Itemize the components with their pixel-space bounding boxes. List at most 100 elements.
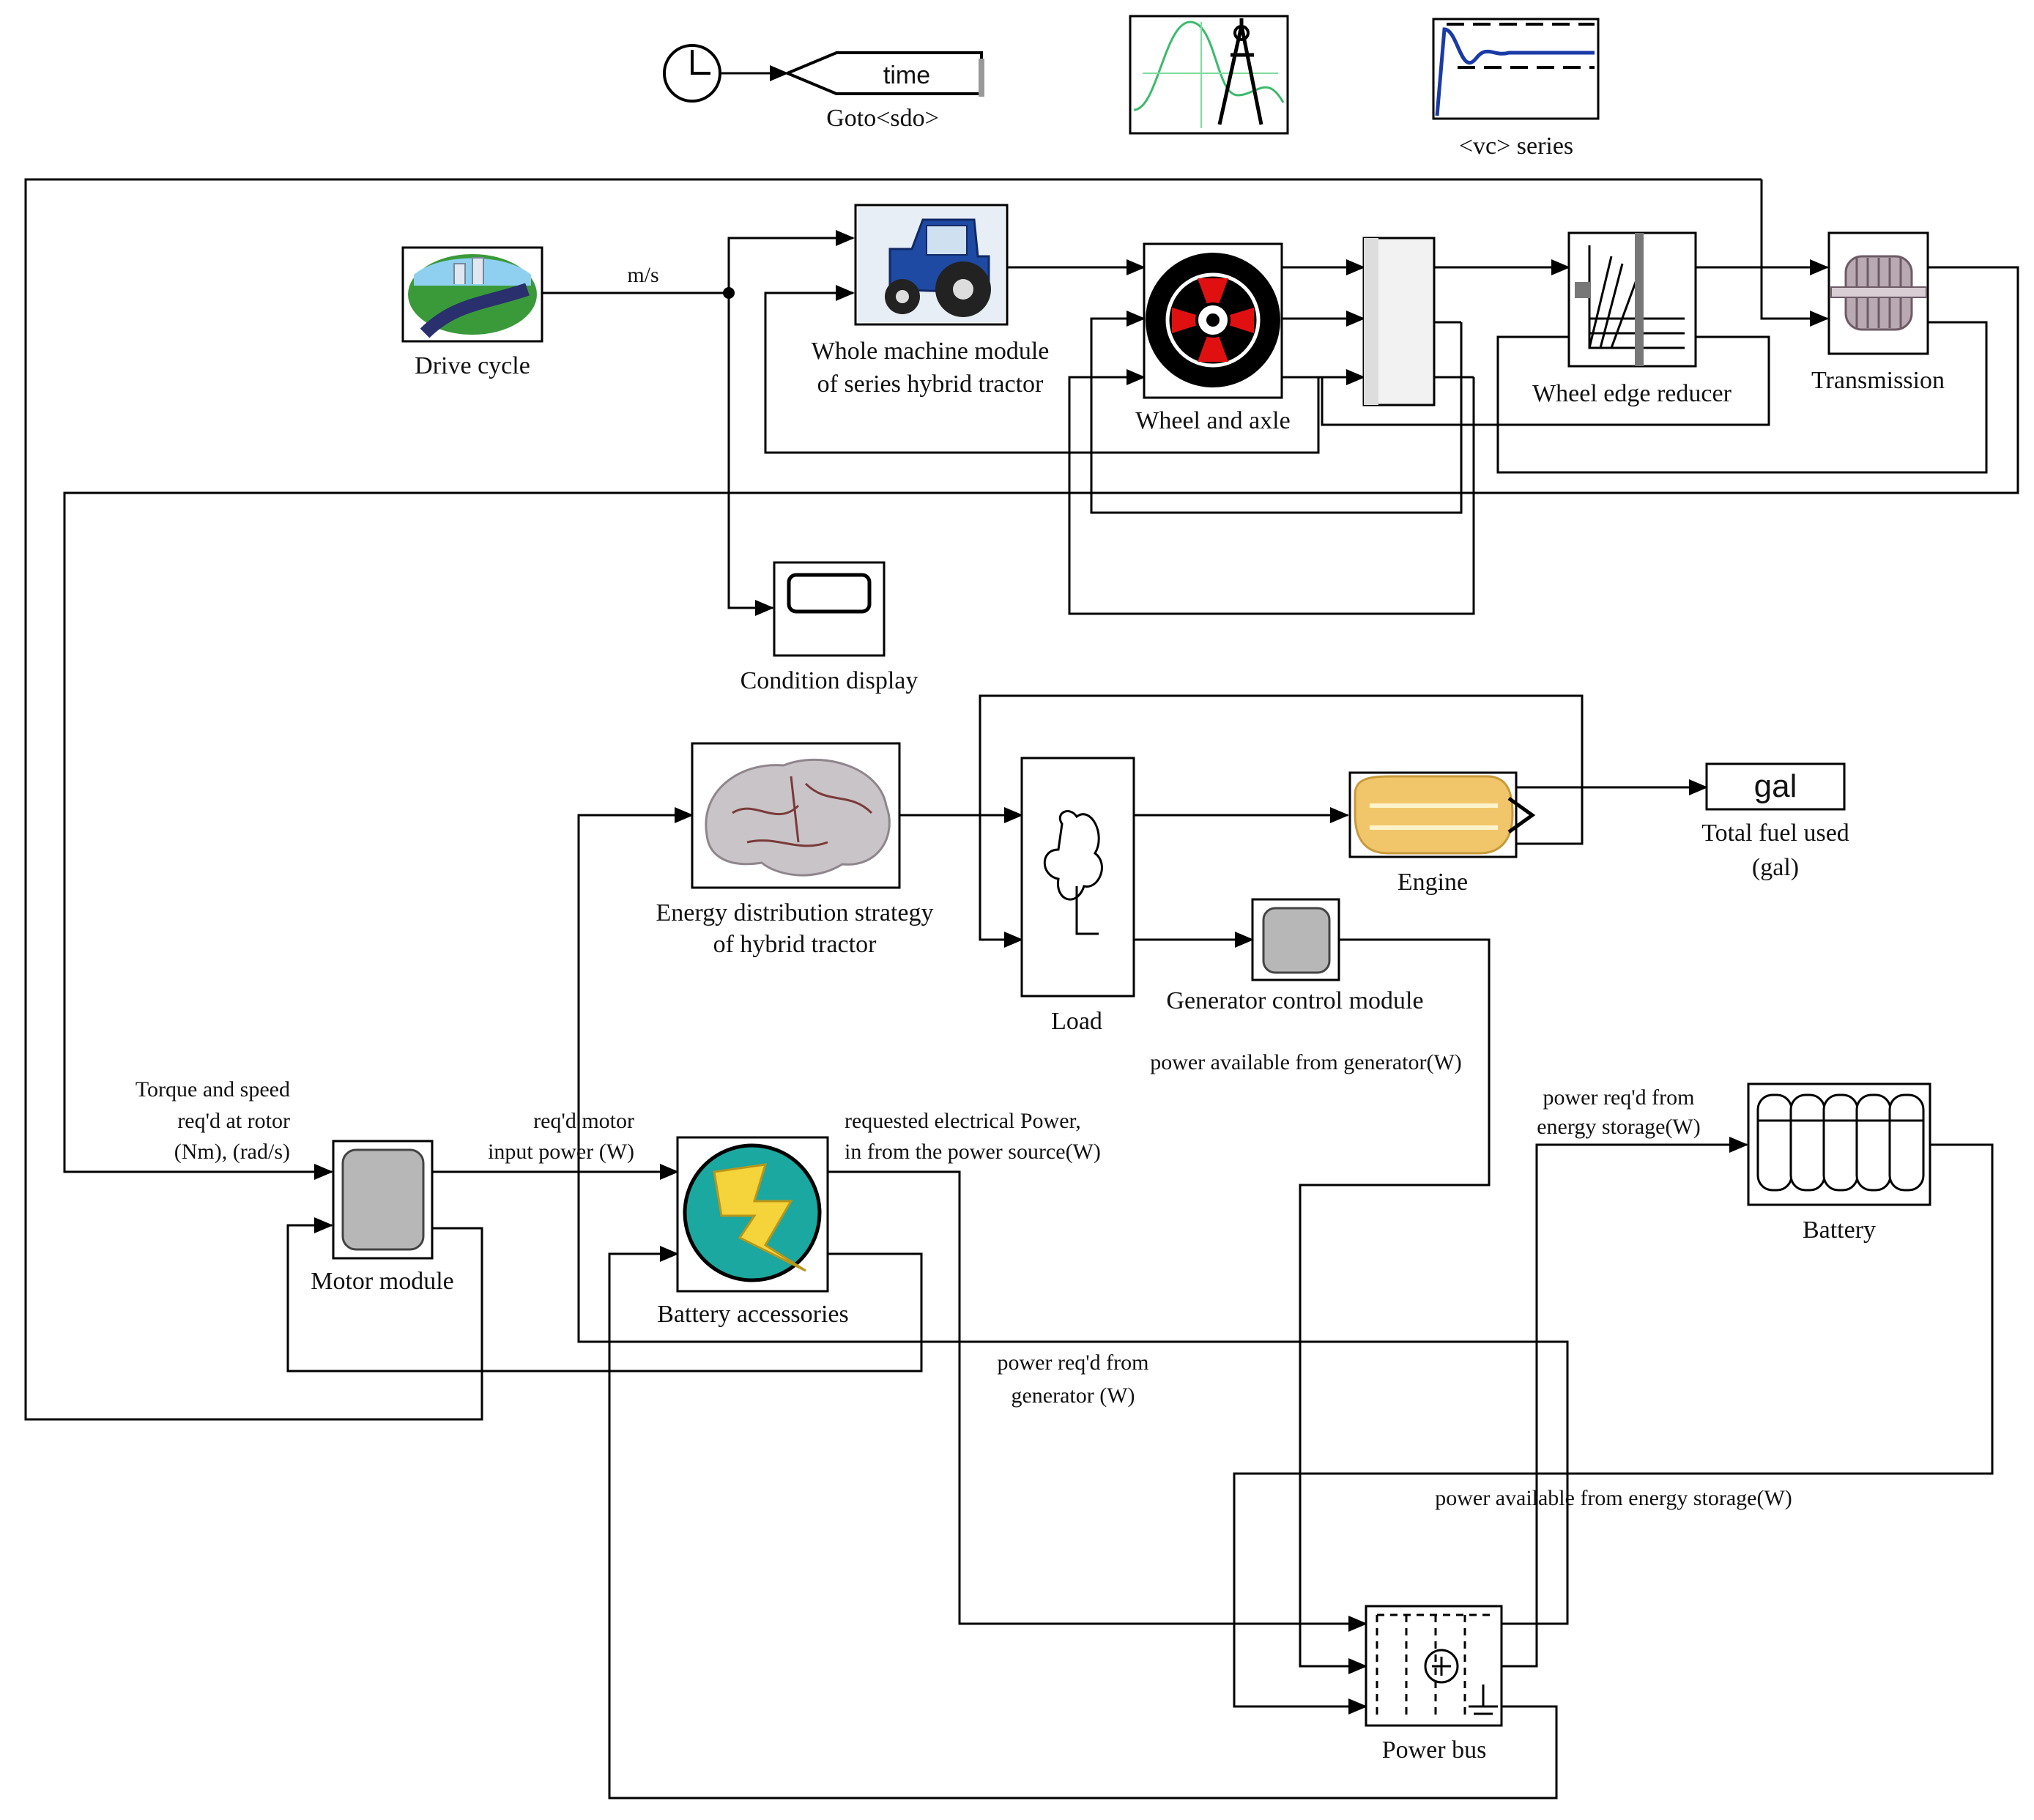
drive-cycle-label: Drive cycle [415, 352, 530, 379]
wire-battacc-in2[interactable] [608, 1246, 1558, 1799]
reducer-shaft [1635, 233, 1644, 366]
transmission-shaft [1830, 286, 1927, 298]
requested-power-label-2: in from the power source(W) [845, 1140, 1101, 1164]
torque-speed-label-2: req'd at rotor [177, 1109, 290, 1133]
requested-power-label-1: requested electrical Power, [845, 1109, 1081, 1133]
reducer-frame [1567, 231, 1697, 368]
goto-tag: time [883, 62, 930, 89]
generator-control-label: Generator control module [1166, 987, 1423, 1014]
load-block[interactable]: Load [1020, 757, 1135, 1035]
goto-label: Goto<sdo> [826, 105, 939, 132]
display-screen-icon [787, 573, 872, 614]
branch-point [723, 287, 735, 299]
motor-module-block[interactable]: Motor module [311, 1140, 454, 1295]
goto-shadow [979, 59, 984, 97]
powergui-block[interactable] [1129, 15, 1289, 135]
power-bus-block[interactable]: Power bus [1365, 1605, 1503, 1764]
road [420, 283, 530, 338]
battery-block[interactable]: Battery [1747, 1082, 1931, 1244]
mux-block[interactable] [1362, 237, 1436, 406]
motor-chip-icon [341, 1148, 425, 1251]
wheel-axle-block[interactable]: Wheel and axle [1135, 242, 1291, 434]
fuel-display-block[interactable]: gal Total fuel used (gal) [1701, 762, 1849, 881]
drive-cycle-block[interactable]: Drive cycle [401, 246, 543, 379]
engine-output-arrow [1507, 796, 1536, 834]
lightning-bolt [713, 1163, 806, 1272]
wire-motor-in2[interactable] [286, 1217, 923, 1373]
load-label: Load [1051, 1008, 1102, 1035]
wire-strategy-in[interactable] [577, 807, 1569, 1625]
wire-bus-battery[interactable] [1502, 1137, 1748, 1668]
energy-strategy-label-1: Energy distribution strategy [656, 899, 934, 926]
operator-icon [1043, 810, 1103, 935]
torque-speed-label-1: Torque and speed [136, 1077, 290, 1102]
wire-battery-bus[interactable] [1233, 1143, 1994, 1715]
battery-label: Battery [1803, 1217, 1876, 1244]
engine-block[interactable]: Engine [1348, 771, 1536, 896]
fuel-display-frame [1705, 762, 1846, 811]
gen-required-label-2: generator (W) [1011, 1383, 1135, 1408]
wire-speed-display[interactable] [727, 293, 774, 616]
signal-wires [24, 65, 2019, 1799]
wire-trans-motor[interactable] [63, 266, 2019, 1180]
speed-signal-label: m/s [627, 263, 658, 287]
gen-required-label-1: power req'd from [998, 1351, 1149, 1375]
wire-speed-up[interactable] [727, 230, 855, 293]
total-fuel-label-1: Total fuel used [1701, 820, 1849, 847]
wire-wheel-in2[interactable] [1090, 311, 1463, 514]
engine-highlight [1370, 803, 1498, 830]
fuel-display-value: gal [1754, 768, 1797, 804]
condition-display-block[interactable]: Condition display [741, 561, 918, 694]
condition-display-label: Condition display [741, 667, 918, 694]
wire-trans-in2[interactable] [1760, 179, 1829, 327]
storage-required-label-2: energy storage(W) [1537, 1115, 1701, 1139]
wire-wheel-in3[interactable] [1068, 369, 1475, 615]
load-frame [1020, 757, 1135, 998]
clock-hands [691, 50, 710, 75]
generator-control-block[interactable]: Generator control module [1166, 898, 1424, 1014]
wire-generator-bus[interactable] [1299, 938, 1491, 1674]
power-bus-circuit-icon [1376, 1613, 1498, 1717]
vc-series-label: <vc> series [1459, 133, 1573, 160]
whole-machine-label-2: of series hybrid tractor [817, 371, 1044, 398]
motor-power-label-1: req'd motor [533, 1109, 634, 1133]
wheel-edge-reducer-block[interactable]: Wheel edge reducer [1532, 231, 1732, 407]
battery-cells-icon [1756, 1093, 1925, 1192]
energy-strategy-label-2: of hybrid tractor [713, 931, 877, 958]
vc-response-curve [1435, 27, 1595, 116]
waveform-icon [1133, 21, 1285, 111]
wheel-edge-reducer-label: Wheel edge reducer [1532, 380, 1732, 407]
tractor-front-hub [896, 290, 909, 303]
wheel-rim [1165, 272, 1261, 368]
storage-available-label: power available from energy storage(W) [1435, 1486, 1792, 1510]
city [453, 257, 484, 284]
total-fuel-label-2: (gal) [1752, 854, 1799, 881]
storage-required-label-1: power req'd from [1543, 1085, 1695, 1110]
engine-label: Engine [1398, 869, 1468, 896]
wire-requested-power[interactable] [828, 1170, 1367, 1632]
reducer-gear [1575, 282, 1591, 298]
gear-reducer-icon [1588, 245, 1685, 349]
motor-power-label-2: input power (W) [488, 1140, 634, 1164]
goto-block[interactable]: time Goto<sdo> [783, 51, 984, 132]
compass-pivot [1233, 25, 1250, 41]
wire-trans-feedback[interactable] [1496, 321, 1988, 474]
battery-accessories-block[interactable]: Battery accessories [657, 1136, 849, 1328]
wire-reducer-feedback[interactable] [1321, 335, 1770, 426]
motor-module-label: Motor module [311, 1268, 453, 1295]
tractor-cab-window [926, 225, 968, 256]
clock-block[interactable] [663, 44, 721, 103]
wire-top-loop[interactable] [24, 178, 1762, 1421]
grid-lines [1143, 22, 1278, 128]
whole-machine-label-1: Whole machine module [812, 338, 1050, 365]
mux-shade [1364, 238, 1378, 405]
energy-strategy-block[interactable]: Energy distribution strategy of hybrid t… [656, 742, 934, 958]
transmission-label: Transmission [1811, 367, 1945, 394]
whole-machine-block[interactable]: Whole machine module of series hybrid tr… [812, 204, 1050, 398]
vc-series-scope[interactable]: <vc> series [1432, 18, 1600, 160]
wire-machine-feedback[interactable] [764, 285, 1320, 454]
tractor-rear-hub [953, 279, 973, 300]
transmission-block[interactable]: Transmission [1811, 231, 1945, 394]
wire-engine-loop[interactable] [979, 694, 1584, 948]
